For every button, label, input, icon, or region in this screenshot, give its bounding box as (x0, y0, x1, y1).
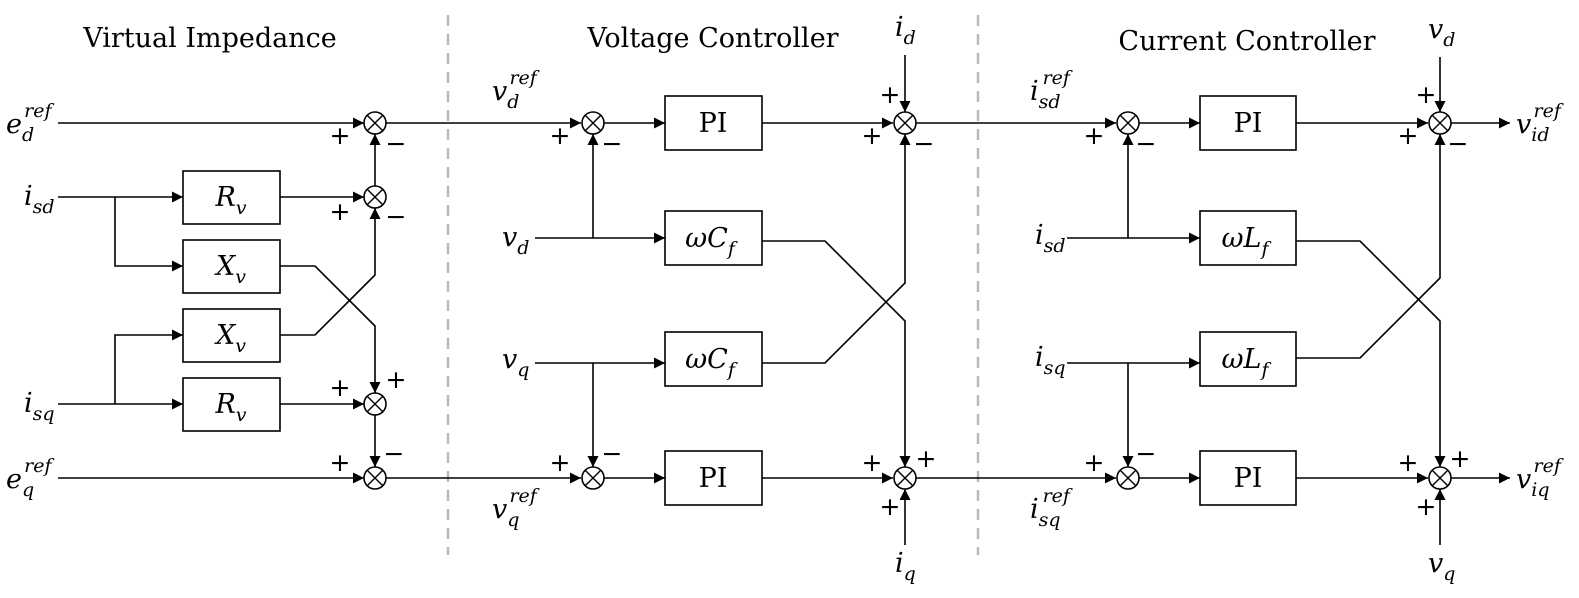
label-v-q-ref: vqref (492, 485, 540, 531)
svg-text:−: − (602, 439, 623, 468)
virtual-impedance-header: Virtual Impedance (82, 23, 337, 54)
label-e-q-ref: eqref (6, 455, 54, 501)
svg-text:+: + (330, 373, 351, 402)
current-pi-block-d: PI (1199, 95, 1297, 151)
label-i-sq-left: isq (24, 388, 55, 425)
sum-junction-cc-out-d (1428, 111, 1452, 135)
wlf-block-d: ωLf (1199, 210, 1297, 266)
sum-junction-cc-out-q (1428, 466, 1452, 490)
svg-text:ωCf: ωCf (685, 344, 738, 381)
svg-text:+: + (330, 121, 351, 150)
wlf-block-q: ωLf (1199, 331, 1297, 387)
label-i-sd-ref: isdref (1030, 67, 1073, 113)
svg-text:−: − (386, 202, 407, 231)
svg-text:+: + (550, 448, 571, 477)
svg-text:+: + (862, 121, 883, 150)
sum-junction-cc-err-q (1116, 466, 1140, 490)
svg-text:+: + (1084, 448, 1105, 477)
svg-text:+: + (330, 197, 351, 226)
label-v-iq-ref: viqref (1516, 455, 1564, 501)
svg-text:PI: PI (699, 463, 728, 494)
sum-junction-vc-err-d (581, 111, 605, 135)
label-i-sq-ref: isqref (1030, 485, 1073, 531)
svg-text:−: − (914, 129, 935, 158)
svg-text:Rv: Rv (214, 182, 246, 219)
voltage-controller-header: Voltage Controller (586, 23, 838, 54)
label-v-id-ref: vidref (1516, 100, 1564, 146)
label-e-d-ref: edref (6, 100, 54, 146)
svg-text:+: + (1398, 448, 1419, 477)
svg-text:−: − (1448, 129, 1469, 158)
svg-text:+: + (880, 492, 901, 521)
wcf-block-q: ωCf (664, 331, 763, 387)
svg-text:PI: PI (1234, 463, 1263, 494)
svg-text:+: + (1450, 444, 1471, 473)
svg-text:−: − (386, 129, 407, 158)
sum-junction-vc-err-q (581, 466, 605, 490)
sum-junction-vc-out-q (893, 466, 917, 490)
wcf-block-d: ωCf (664, 210, 763, 266)
svg-text:Xv: Xv (214, 320, 246, 357)
junction-signs: + − + − + + + − + − + − + + − + + + + − … (330, 80, 1471, 521)
xv-block-d: Xv (182, 239, 281, 294)
svg-text:Rv: Rv (214, 389, 246, 426)
rv-block-q: Rv (182, 377, 281, 432)
rv-block-d: Rv (182, 170, 281, 225)
svg-text:+: + (386, 365, 407, 394)
signal-wires (58, 55, 1510, 545)
svg-text:+: + (1398, 121, 1419, 150)
svg-text:−: − (1136, 439, 1157, 468)
label-i-sd-current: isd (1035, 220, 1066, 257)
sum-junction-vi-eq (363, 466, 387, 490)
svg-text:+: + (1084, 121, 1105, 150)
label-v-d-ref: vdref (492, 67, 540, 113)
svg-text:+: + (1416, 80, 1437, 109)
svg-text:+: + (880, 80, 901, 109)
label-i-sq-current: isq (1035, 342, 1066, 379)
label-i-sd-left: isd (24, 181, 55, 218)
svg-text:+: + (862, 448, 883, 477)
voltage-pi-block-q: PI (664, 450, 763, 506)
svg-text:−: − (602, 129, 623, 158)
sum-junction-cc-err-d (1116, 111, 1140, 135)
voltage-pi-block-d: PI (664, 95, 763, 151)
label-v-d-top: vd (1428, 14, 1455, 51)
label-v-q-bottom: vq (1428, 548, 1455, 585)
svg-text:+: + (330, 448, 351, 477)
svg-text:ωLf: ωLf (1222, 344, 1272, 381)
svg-text:Xv: Xv (214, 251, 246, 288)
svg-text:+: + (916, 444, 937, 473)
svg-text:−: − (384, 439, 405, 468)
svg-text:ωLf: ωLf (1222, 223, 1272, 260)
sum-junction-vi-q (363, 392, 387, 416)
label-i-d: id (895, 12, 916, 49)
sum-junction-vc-out-d (893, 111, 917, 135)
sum-junction-vi-d (363, 185, 387, 209)
sum-junction-vi-ed (363, 111, 387, 135)
svg-text:PI: PI (699, 108, 728, 139)
svg-text:PI: PI (1234, 108, 1263, 139)
label-v-d-voltage: vd (502, 222, 529, 259)
label-i-q: iq (895, 548, 916, 585)
svg-text:ωCf: ωCf (685, 223, 738, 260)
svg-text:+: + (1416, 492, 1437, 521)
current-pi-block-q: PI (1199, 450, 1297, 506)
current-controller-header: Current Controller (1118, 26, 1375, 57)
xv-block-q: Xv (182, 308, 281, 363)
svg-text:−: − (1136, 129, 1157, 158)
svg-text:+: + (550, 121, 571, 150)
label-v-q-voltage: vq (502, 344, 529, 381)
